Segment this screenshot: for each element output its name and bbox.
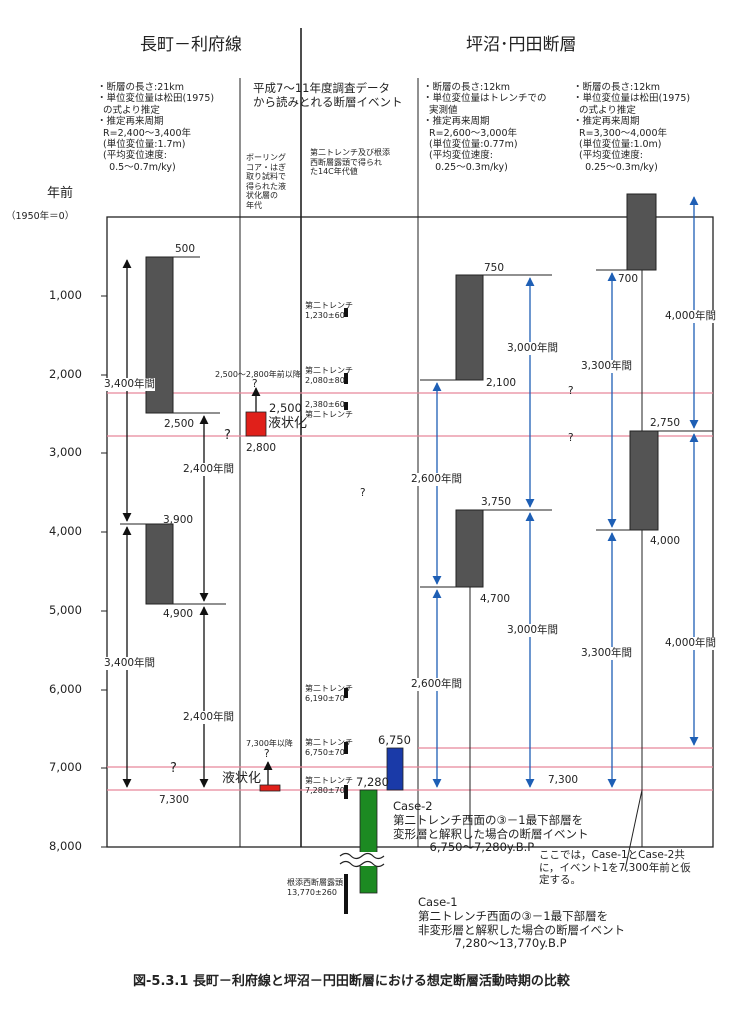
axis-break-icon bbox=[339, 852, 385, 868]
event-box-tsubonuma-3 bbox=[626, 193, 657, 271]
header-tsubonuma: 坪沼･円田断層 bbox=[466, 35, 577, 55]
label-3300-1: 3,300年間 bbox=[581, 360, 633, 373]
y-axis-title: 年前 bbox=[47, 186, 74, 201]
header-middle: 平成7～11年度調査データ から読みとれる断層イベント bbox=[253, 81, 403, 109]
label-2400-2: 2,400年間 bbox=[183, 711, 235, 724]
event-box-tsubonuma-2 bbox=[455, 509, 484, 588]
label-3000-2: 3,000年間 bbox=[507, 624, 559, 637]
c14-label-6: 第二トレンチ 7,280±70 bbox=[305, 776, 353, 795]
y-tick-6000: 6,000 bbox=[49, 682, 82, 696]
case1-box bbox=[359, 789, 378, 894]
y-tick-7000: 7,000 bbox=[49, 760, 82, 774]
label-700: 700 bbox=[618, 273, 639, 285]
header-boring-column: ボーリング コア・はぎ 取り試料で 得られた液 状化層の 年代 bbox=[246, 153, 286, 210]
event-box-nagamachi-2 bbox=[145, 523, 174, 605]
y-tick-1000: 1,000 bbox=[49, 288, 82, 302]
label-7300-right: 7,300 bbox=[548, 774, 579, 786]
c14-mark-5 bbox=[344, 742, 348, 754]
chart-frame bbox=[106, 216, 714, 848]
y-axis-base: （1950年＝0） bbox=[6, 211, 75, 222]
note-leader bbox=[624, 789, 643, 871]
question-mark-7: ? bbox=[568, 432, 574, 444]
y-tick-8000: 8,000 bbox=[49, 839, 82, 853]
liq2-note: 7,300年以降 bbox=[246, 739, 293, 748]
y-tick-3000: 3,000 bbox=[49, 445, 82, 459]
label-4000-2: 4,000年間 bbox=[665, 637, 717, 650]
liq1-top-label: 2,500 bbox=[269, 401, 302, 415]
header-trench-column: 第二トレンチ及び根添 西断層露頭で得られ た14C年代値 bbox=[310, 148, 390, 177]
c14-mark-3 bbox=[344, 402, 348, 410]
label-2600-2: 2,600年間 bbox=[411, 678, 463, 691]
question-mark-2: ? bbox=[224, 428, 231, 443]
label-3750: 3,750 bbox=[481, 496, 512, 508]
y-axis-ticks bbox=[101, 295, 107, 848]
header-nagamachi: 長町－利府線 bbox=[140, 35, 242, 55]
label-4000: 4,000 bbox=[650, 535, 681, 547]
label-2100: 2,100 bbox=[486, 377, 517, 389]
params-nagamachi: ・断層の長さ:21km ・単位変位量は松田(1975) の式より推定 ・推定再来… bbox=[97, 82, 215, 173]
label-3400-2: 3,400年間 bbox=[104, 657, 156, 670]
label-2400-1: 2,400年間 bbox=[183, 463, 235, 476]
c14-label-2: 第二トレンチ 2,080±80 bbox=[305, 366, 353, 385]
c14-label-7: 根添西断層露頭 13,770±260 bbox=[287, 878, 343, 897]
c14-mark-6 bbox=[344, 785, 348, 799]
assumption-note: ここでは，Case-1とCase-2共 に，イベント1を7,300年前と仮 定す… bbox=[539, 849, 691, 887]
label-4000-1: 4,000年間 bbox=[665, 310, 717, 323]
label-2750: 2,750 bbox=[650, 417, 681, 429]
label-2500: 2,500 bbox=[164, 418, 195, 430]
label-750: 750 bbox=[484, 262, 505, 274]
case2-box bbox=[386, 747, 404, 791]
question-mark-1: ? bbox=[170, 761, 177, 776]
params-tsubonuma-a: ・断層の長さ:12km ・単位変位量はトレンチでの 実測値 ・推定再来周期 R=… bbox=[423, 82, 547, 173]
event-box-tsubonuma-1 bbox=[455, 274, 484, 381]
label-3400-1: 3,400年間 bbox=[104, 378, 156, 391]
label-2600-1: 2,600年間 bbox=[411, 473, 463, 486]
case2-top-label: 6,750 bbox=[378, 733, 411, 747]
c14-mark-2 bbox=[344, 373, 348, 384]
question-mark-4: ? bbox=[264, 748, 270, 760]
y-tick-5000: 5,000 bbox=[49, 603, 82, 617]
c14-label-3: 2,380±60 第二トレンチ bbox=[305, 400, 353, 419]
c14-mark-1 bbox=[344, 308, 348, 317]
c14-label-5: 第二トレンチ 6,750±70 bbox=[305, 738, 353, 757]
question-mark-3: ? bbox=[252, 378, 258, 390]
c14-mark-4 bbox=[344, 688, 348, 698]
liquefaction-box-2 bbox=[259, 784, 281, 792]
case1-top-label: 7,280 bbox=[356, 775, 389, 789]
question-mark-6: ? bbox=[568, 385, 574, 397]
label-7300: 7,300 bbox=[159, 794, 190, 806]
c14-mark-7 bbox=[344, 874, 348, 914]
case1-description: Case-1 第二トレンチ西面の③－1最下部層を 非変形層と解釈した場合の断層イ… bbox=[418, 895, 625, 951]
liq1-text: 液状化 bbox=[268, 416, 308, 431]
label-4700: 4,700 bbox=[480, 593, 511, 605]
c14-label-1: 第二トレンチ 1,230±60 bbox=[305, 301, 353, 320]
params-tsubonuma-b: ・断層の長さ:12km ・単位変位量は松田(1975) の式より推定 ・推定再来… bbox=[573, 82, 691, 173]
c14-label-4: 第二トレンチ 6,190±70 bbox=[305, 684, 353, 703]
label-3900: 3,900 bbox=[163, 514, 194, 526]
liq2-text: 液状化 bbox=[222, 771, 262, 786]
label-3300-2: 3,300年間 bbox=[581, 647, 633, 660]
figure-caption: 図-5.3.1 長町－利府線と坪沼－円田断層における想定断層活動時期の比較 bbox=[133, 974, 570, 989]
label-500: 500 bbox=[175, 243, 196, 255]
liq1-note: 2,500～2,800年前以降 bbox=[215, 370, 301, 379]
question-mark-5: ? bbox=[360, 487, 366, 499]
event-box-tsubonuma-4 bbox=[629, 430, 659, 531]
y-tick-4000: 4,000 bbox=[49, 524, 82, 538]
liquefaction-box-1 bbox=[245, 411, 267, 437]
label-3000-1: 3,000年間 bbox=[507, 342, 559, 355]
event-time-lines bbox=[107, 392, 713, 791]
liq1-bottom-label: 2,800 bbox=[246, 442, 277, 454]
label-4900: 4,900 bbox=[163, 608, 194, 620]
y-tick-2000: 2,000 bbox=[49, 367, 82, 381]
case2-description: Case-2 第二トレンチ西面の③－1最下部層を 変形層と解釈した場合の断層イベ… bbox=[393, 799, 589, 855]
